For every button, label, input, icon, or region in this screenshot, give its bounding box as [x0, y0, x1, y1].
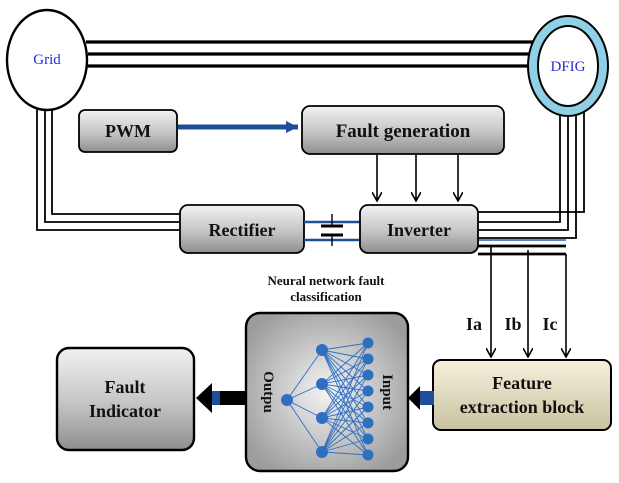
nn-neuron — [362, 353, 374, 365]
grid-node — [5, 8, 89, 112]
ib-label: Ib — [504, 314, 521, 334]
dc-link-capacitor — [304, 214, 360, 246]
nn-connection — [321, 349, 369, 392]
nn-neuron — [362, 369, 374, 381]
nn-connection — [321, 349, 369, 424]
rectifier-block — [179, 204, 305, 254]
nn-connection — [321, 422, 369, 453]
top-power-lines — [86, 40, 541, 68]
nn-connection — [321, 358, 369, 385]
nn-neuron — [362, 337, 374, 349]
nn-neuron — [316, 344, 328, 356]
nn-neuron — [362, 417, 374, 429]
nn-connection — [321, 374, 369, 453]
nn-connection — [286, 383, 323, 401]
neural-network-graph — [281, 337, 374, 461]
nn-connection — [321, 438, 369, 453]
fault-to-inverter-arrows — [377, 155, 458, 200]
nn-connection — [321, 374, 369, 385]
nn-connection — [321, 406, 369, 419]
nn-connection — [321, 358, 369, 419]
nn-connection — [286, 399, 323, 419]
pwm-block — [78, 109, 178, 153]
nn-connection — [321, 349, 369, 408]
dfig-bus-lines — [478, 244, 566, 256]
inverter-block — [359, 204, 479, 254]
ia-label: Ia — [466, 314, 482, 334]
nn-connection — [321, 349, 369, 360]
nn-connection — [286, 349, 323, 401]
nn-connection — [321, 342, 369, 453]
grid-to-rectifier-lines — [36, 105, 180, 231]
nn-connection — [321, 417, 369, 456]
nn-connection — [321, 417, 369, 440]
dfig-to-inverter-lines — [478, 100, 585, 239]
nn-output-label: Outpu — [260, 371, 276, 413]
fault-indicator-line1: Fault — [104, 377, 145, 397]
nn-connection — [321, 349, 369, 440]
feature-label-line2: extraction block — [460, 397, 584, 417]
nn-connection — [321, 349, 369, 376]
nn-title-line1: Neural network fault — [268, 273, 386, 288]
rectifier-label: Rectifier — [209, 220, 276, 240]
nn-to-indicator-arrow — [196, 383, 246, 413]
fault-generation-label: Fault generation — [336, 121, 471, 142]
nn-connection — [321, 406, 369, 453]
nn-connection — [321, 383, 369, 408]
inverter-label: Inverter — [387, 220, 451, 240]
fault-indicator-line2: Indicator — [89, 401, 161, 421]
ic-label: Ic — [543, 314, 558, 334]
nn-neuron — [362, 449, 374, 461]
nn-connection — [321, 358, 369, 453]
nn-neuron — [362, 401, 374, 413]
nn-connection — [321, 390, 369, 453]
feature-to-nn-arrow — [408, 386, 434, 410]
nn-neuron — [316, 378, 328, 390]
nn-connection — [321, 342, 369, 419]
nn-connection — [321, 342, 369, 385]
nn-connection — [321, 451, 369, 456]
nn-input-label: Input — [379, 374, 395, 410]
nn-connection — [321, 383, 369, 440]
feature-label-line1: Feature — [492, 373, 552, 393]
nn-neuron — [316, 412, 328, 424]
pwm-label: PWM — [105, 121, 151, 141]
nn-neuron — [281, 394, 293, 406]
feature-extraction-block — [432, 359, 612, 431]
nn-connection — [321, 342, 369, 351]
nn-neuron — [362, 433, 374, 445]
nn-connection — [321, 349, 369, 456]
nn-connection — [321, 383, 369, 392]
fault-generation-block — [301, 105, 505, 155]
nn-neuron — [316, 446, 328, 458]
nn-title-line2: classification — [290, 289, 362, 304]
current-sense-arrows — [491, 246, 566, 356]
nn-connection — [321, 417, 369, 424]
nn-connection — [321, 383, 369, 424]
dfig-label: DFIG — [550, 59, 585, 75]
grid-label: Grid — [33, 52, 61, 68]
nn-connection — [321, 383, 369, 456]
dfig-node — [537, 25, 599, 107]
nn-connection — [286, 399, 323, 453]
fault-indicator-block — [55, 346, 196, 452]
nn-neuron — [362, 385, 374, 397]
